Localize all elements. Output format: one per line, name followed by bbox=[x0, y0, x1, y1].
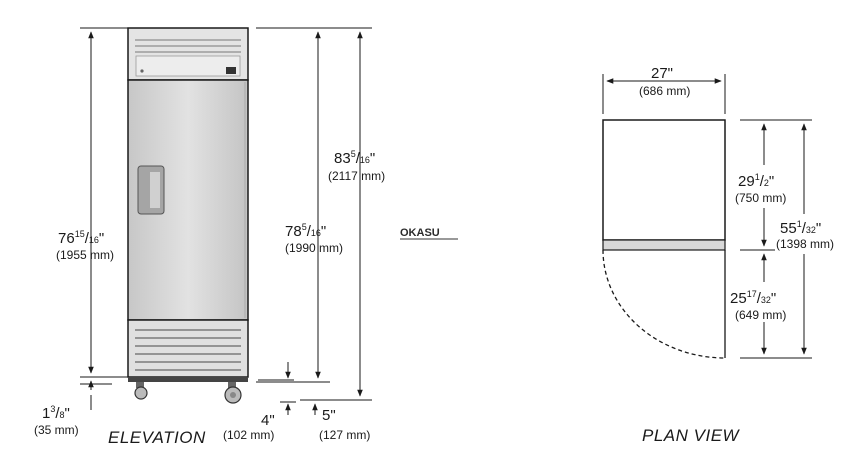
toe-left-label: 13/8" bbox=[42, 404, 70, 422]
plan-total-label: 551/32" bbox=[780, 219, 821, 237]
caster-total-label: 5" bbox=[322, 407, 336, 424]
caster-total-mm: (127 mm) bbox=[319, 428, 370, 442]
plan-labels: 27" (686 mm) 291/2" (750 mm) 2517/32" (6… bbox=[639, 65, 834, 445]
cabinet-height-label: 785/16" bbox=[285, 222, 326, 240]
cabinet-base bbox=[128, 377, 248, 382]
door-swing-arc bbox=[602, 249, 726, 359]
toe-left-mm: (35 mm) bbox=[34, 423, 79, 437]
plan-width-label: 27" bbox=[651, 65, 673, 82]
plan-cabinet-box bbox=[602, 119, 726, 241]
overall-height-label: 835/16" bbox=[334, 149, 375, 167]
plan-swing-mm: (649 mm) bbox=[735, 308, 786, 322]
plan-width-mm: (686 mm) bbox=[639, 84, 690, 98]
plan-caption: PLAN VIEW bbox=[642, 426, 741, 445]
plan-swing-label: 2517/32" bbox=[730, 289, 776, 307]
okasu-watermark: OKASU bbox=[400, 227, 458, 240]
plan-total-mm: (1398 mm) bbox=[776, 237, 834, 251]
cabinet-height-mm: (1990 mm) bbox=[285, 241, 343, 255]
caster-right bbox=[224, 382, 242, 404]
body-height-mm: (1955 mm) bbox=[56, 248, 114, 262]
lock-icon bbox=[140, 69, 144, 73]
plan-depth-mm: (750 mm) bbox=[735, 191, 786, 205]
caster-height-mm: (102 mm) bbox=[223, 428, 274, 442]
controller-display bbox=[226, 67, 236, 74]
elevation-caption: ELEVATION bbox=[108, 428, 206, 447]
plan-view bbox=[602, 119, 726, 359]
plan-door bbox=[602, 239, 726, 251]
body-height-label: 7615/16" bbox=[58, 229, 104, 247]
plan-depth-label: 291/2" bbox=[738, 172, 774, 190]
refrigerator-elevation bbox=[127, 27, 249, 404]
elevation-labels: 835/16" (2117 mm) 785/16" (1990 mm) 7615… bbox=[34, 149, 385, 447]
svg-text:OKASU: OKASU bbox=[400, 227, 440, 239]
caster-left bbox=[134, 382, 148, 400]
caster-height-label: 4" bbox=[261, 412, 275, 429]
plan-dimension-lines bbox=[602, 74, 812, 359]
elevation-dimension-lines bbox=[80, 27, 372, 415]
bottom-grille bbox=[127, 319, 249, 378]
overall-height-mm: (2117 mm) bbox=[328, 169, 385, 183]
